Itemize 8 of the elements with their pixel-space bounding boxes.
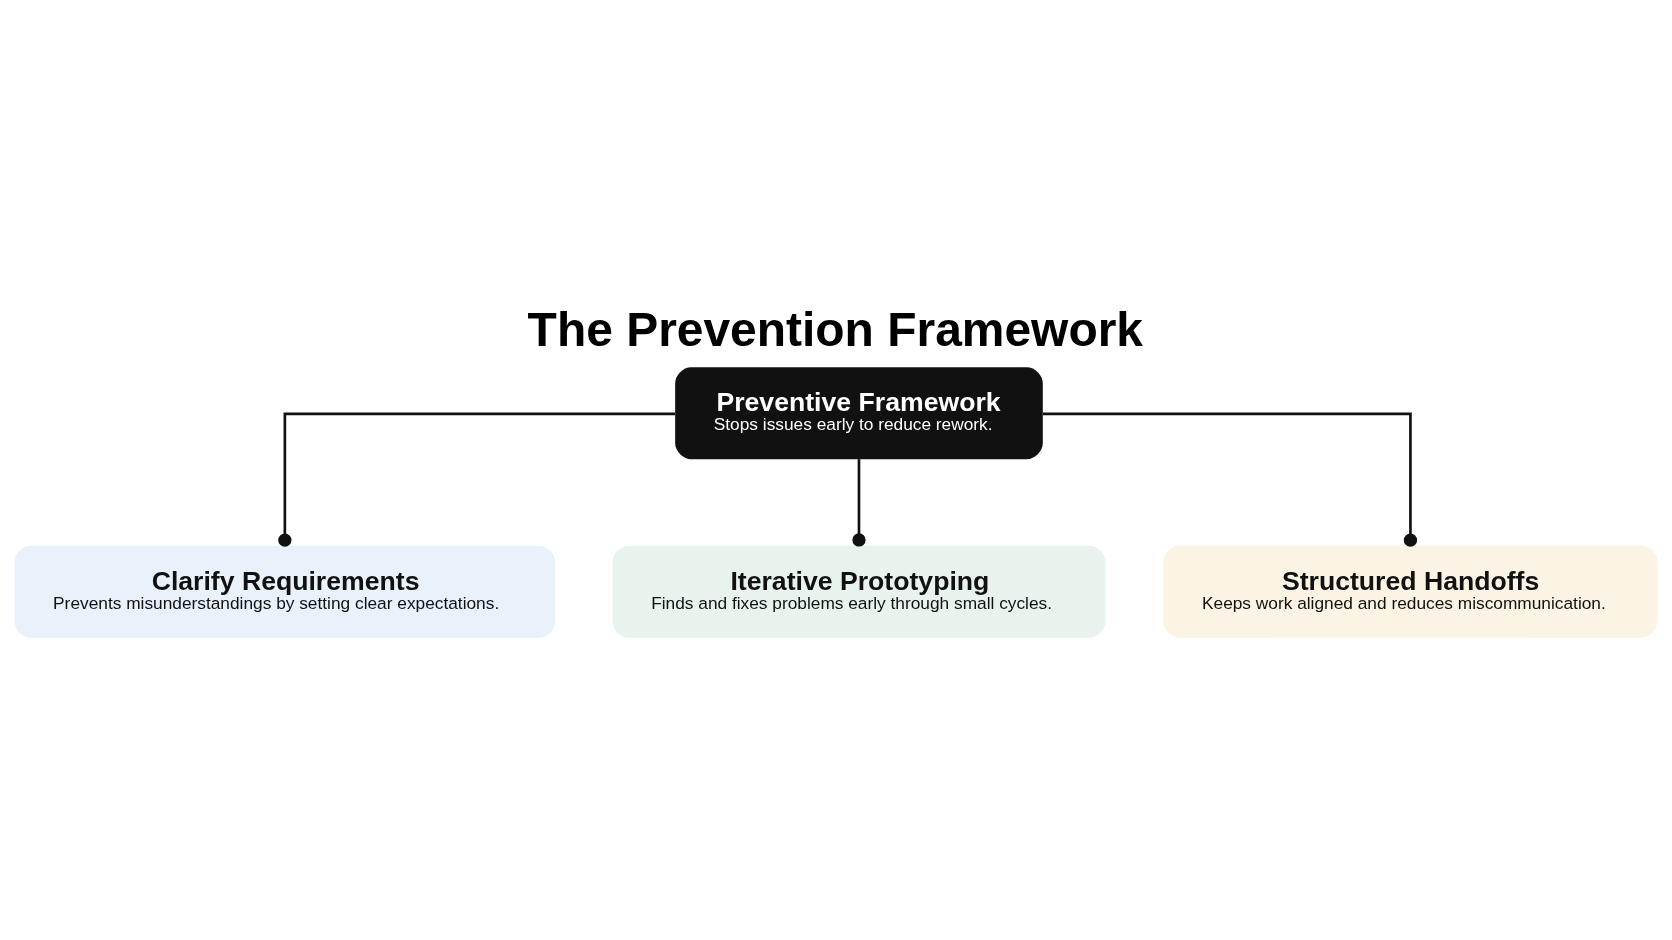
node-box: Preventive Framework Stops issues early to reduce rework.: [675, 366, 1043, 459]
diagram-title: The Prevention Framework: [527, 302, 1144, 356]
node-box: Clarify Requirements Prevents misunderstandings by setting clear expectations.: [14, 545, 556, 638]
connector: [1043, 412, 1418, 547]
connector: [278, 412, 675, 547]
node-box: Iterative Prototyping Finds and fixes problems early through small cycles.: [612, 545, 1106, 638]
node-box: Structured Handoffs Keeps work aligned and reduces miscommunication.: [1163, 545, 1658, 638]
connector: [852, 458, 866, 547]
